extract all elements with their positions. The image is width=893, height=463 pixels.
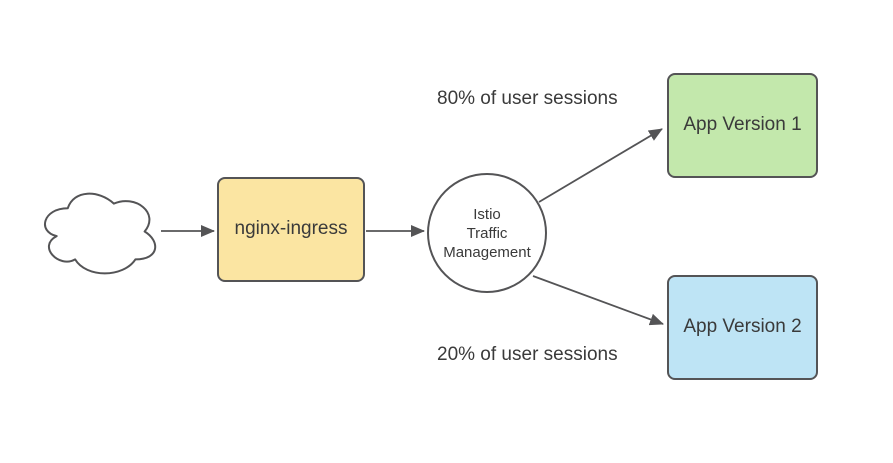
node-app-version-2-label: App Version 2 [683, 316, 802, 338]
node-istio-label: Istio Traffic Management [443, 205, 531, 261]
node-app-version-1: App Version 1 [667, 73, 818, 178]
edge-istio-to-app2 [532, 275, 664, 326]
edge-istio-to-app1 [538, 128, 663, 203]
edge-label-80-percent: 80% of user sessions [437, 88, 618, 109]
node-app-version-2: App Version 2 [667, 275, 818, 380]
node-istio-traffic-management: Istio Traffic Management [427, 173, 547, 293]
cloud-icon [44, 192, 157, 275]
edge-label-20-percent: 20% of user sessions [437, 344, 618, 365]
node-nginx-ingress-label: nginx-ingress [234, 218, 348, 240]
node-app-version-1-label: App Version 1 [683, 114, 802, 136]
node-nginx-ingress: nginx-ingress [217, 177, 365, 282]
